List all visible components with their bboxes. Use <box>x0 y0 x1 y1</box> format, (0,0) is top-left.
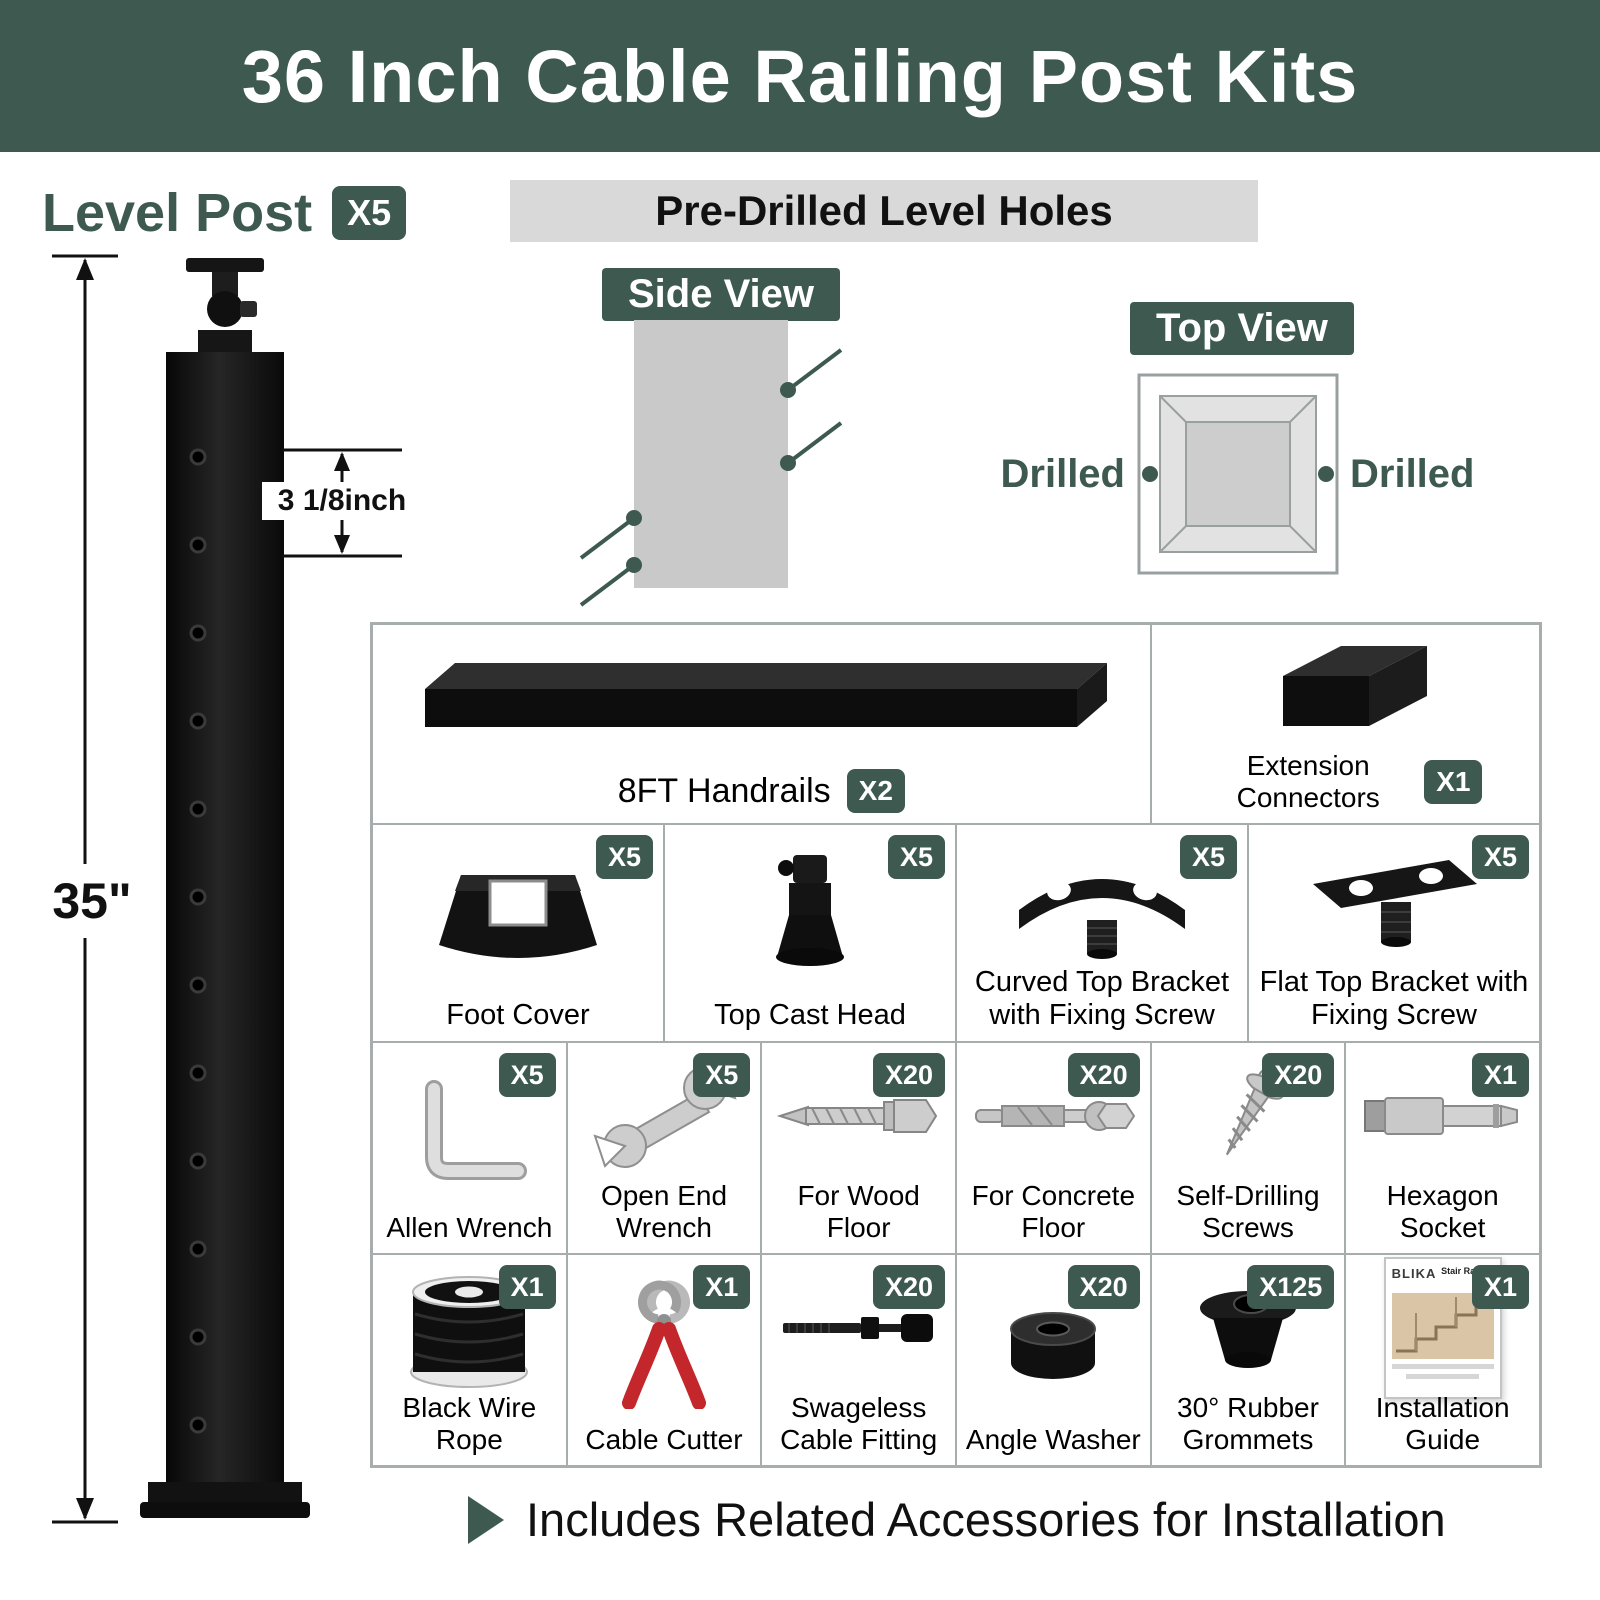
level-post-label: Level Post <box>42 183 313 243</box>
drilled-dot-left <box>1142 466 1158 482</box>
qty-badge: X1 <box>693 1265 751 1309</box>
wire-rope-spool-icon <box>377 1263 562 1392</box>
curved-top-bracket-cell: X5 Curved Top Bracket with Fixing Screw <box>956 824 1248 1042</box>
part-label: For Wood Floor <box>797 1180 920 1243</box>
part-label: 30° Rubber Grommets <box>1177 1392 1319 1455</box>
top-cast-head-icon <box>669 833 951 999</box>
header-banner: 36 Inch Cable Railing Post Kits <box>0 0 1600 152</box>
allen-wrench-cell: X5 Allen Wrench <box>372 1042 567 1254</box>
part-label: Curved Top Bracket with Fixing Screw <box>974 966 1230 1031</box>
qty-badge: X1 <box>1471 1053 1529 1097</box>
swageless-fitting-icon <box>766 1263 951 1392</box>
swageless-cable-fitting-cell: X20 Swageless Cable Fitting <box>761 1254 956 1466</box>
qty-badge: X2 <box>846 769 905 813</box>
footer-note: Includes Related Accessories for Install… <box>468 1492 1446 1547</box>
part-label: Flat Top Bracket with Fixing Screw <box>1259 966 1529 1031</box>
handrails-cell: 8FT Handrails X2 <box>372 624 1151 824</box>
angle-washer-cell: X20 Angle Washer <box>956 1254 1151 1466</box>
angle-washer-icon <box>961 1263 1146 1424</box>
drill-dot <box>780 455 796 471</box>
self-drilling-screws-cell: X20 Self-Drilling Screws <box>1150 1042 1346 1254</box>
play-triangle-icon <box>468 1495 504 1544</box>
qty-badge: X1 <box>1471 1265 1529 1309</box>
drill-dot <box>780 382 796 398</box>
qty-badge: X125 <box>1247 1265 1335 1309</box>
concrete-floor-anchor-cell: X20 For Concrete Floor <box>956 1042 1151 1254</box>
side-view-badge: Side View <box>602 268 841 321</box>
section-title-bar: Pre-Drilled Level Holes <box>510 180 1258 242</box>
qty-badge: X5 <box>332 186 407 240</box>
cable-cutter-cell: X1 Cable Cutter <box>566 1254 762 1466</box>
installation-guide-cell: X1 BLIKA Stair Railing Post Installat <box>1345 1254 1540 1466</box>
drilled-label-right: Drilled <box>1350 452 1475 496</box>
guide-text-line <box>1405 1374 1480 1380</box>
concrete-anchor-icon <box>961 1051 1146 1180</box>
foot-cover-icon <box>377 833 659 999</box>
qty-badge: X20 <box>872 1265 945 1309</box>
qty-badge: X20 <box>872 1053 945 1097</box>
wood-floor-screw-cell: X20 For Wood Floor <box>761 1042 956 1254</box>
black-wire-rope-cell: X1 Black Wire Rope <box>372 1254 567 1466</box>
level-post-illustration <box>140 258 310 1518</box>
part-label: Extension Connectors <box>1236 750 1380 813</box>
rubber-grommets-cell: X125 30° Rubber Grommets <box>1150 1254 1346 1466</box>
flat-top-bracket-cell: X5 Flat Top Bracket with Fixing Screw <box>1248 824 1540 1042</box>
part-label: Swageless Cable Fitting <box>780 1392 938 1455</box>
wood-screw-icon <box>766 1051 951 1180</box>
top-cast-head-cell: X5 Top Cast Head <box>664 824 956 1042</box>
hole-spacing-label: 3 1/8inch <box>262 482 422 520</box>
page-title: 36 Inch Cable Railing Post Kits <box>241 34 1359 118</box>
hexagon-socket-icon <box>1350 1051 1535 1180</box>
parts-grid: 8FT Handrails X2 Extension Connectors X1… <box>370 622 1542 1468</box>
drill-dot <box>626 510 642 526</box>
qty-badge: X5 <box>595 835 653 879</box>
qty-badge: X5 <box>693 1053 751 1097</box>
pre-drilled-holes <box>189 448 207 1434</box>
handrail-icon <box>377 633 1146 765</box>
part-label: Foot Cover <box>446 998 590 1031</box>
qty-badge: X20 <box>1067 1265 1140 1309</box>
top-view-figure <box>1137 373 1339 575</box>
flat-top-bracket-icon <box>1253 833 1535 966</box>
extension-connectors-cell: Extension Connectors X1 <box>1150 624 1540 824</box>
curved-top-bracket-icon <box>961 833 1243 966</box>
part-label: Cable Cutter <box>585 1423 743 1455</box>
hexagon-socket-cell: X1 Hexagon Socket <box>1345 1042 1540 1254</box>
allen-wrench-icon <box>377 1051 562 1212</box>
footer-text: Includes Related Accessories for Install… <box>526 1493 1446 1546</box>
drilled-label-left: Drilled <box>1000 452 1125 496</box>
drill-dot <box>626 557 642 573</box>
guide-text-line <box>1391 1364 1494 1370</box>
qty-badge: X5 <box>1471 835 1529 879</box>
part-label: Allen Wrench <box>386 1211 553 1243</box>
part-label: Open End Wrench <box>600 1180 728 1243</box>
qty-badge: X5 <box>498 1053 556 1097</box>
qty-badge: X20 <box>1262 1053 1335 1097</box>
guide-brand: BLIKA <box>1391 1265 1437 1281</box>
side-view-figure <box>634 320 788 588</box>
drilled-dot-right <box>1318 466 1334 482</box>
height-dimension-label: 35" <box>44 864 140 938</box>
part-label: Hexagon Socket <box>1386 1180 1499 1243</box>
qty-badge: X1 <box>498 1265 556 1309</box>
part-label: 8FT Handrails <box>617 771 831 810</box>
part-label: Top Cast Head <box>714 998 906 1031</box>
part-label: Self-Drilling Screws <box>1176 1180 1320 1243</box>
section-title: Pre-Drilled Level Holes <box>655 187 1113 234</box>
level-post-heading: Level Post X5 <box>42 182 407 244</box>
qty-badge: X20 <box>1067 1053 1140 1097</box>
side-view-cables <box>579 348 843 607</box>
cable-cutter-icon <box>572 1263 757 1424</box>
part-label: Installation Guide <box>1375 1392 1510 1455</box>
top-view-badge: Top View <box>1130 302 1354 355</box>
foot-cover-cell: X5 Foot Cover <box>372 824 664 1042</box>
extension-connector-icon <box>1156 633 1535 746</box>
part-label: For Concrete Floor <box>971 1180 1136 1243</box>
part-label: Black Wire Rope <box>402 1392 537 1455</box>
part-label: Angle Washer <box>965 1423 1141 1455</box>
qty-badge: X5 <box>887 835 945 879</box>
open-end-wrench-cell: X5 Open End Wrench <box>566 1042 762 1254</box>
qty-badge: X5 <box>1179 835 1237 879</box>
qty-badge: X1 <box>1424 759 1483 804</box>
